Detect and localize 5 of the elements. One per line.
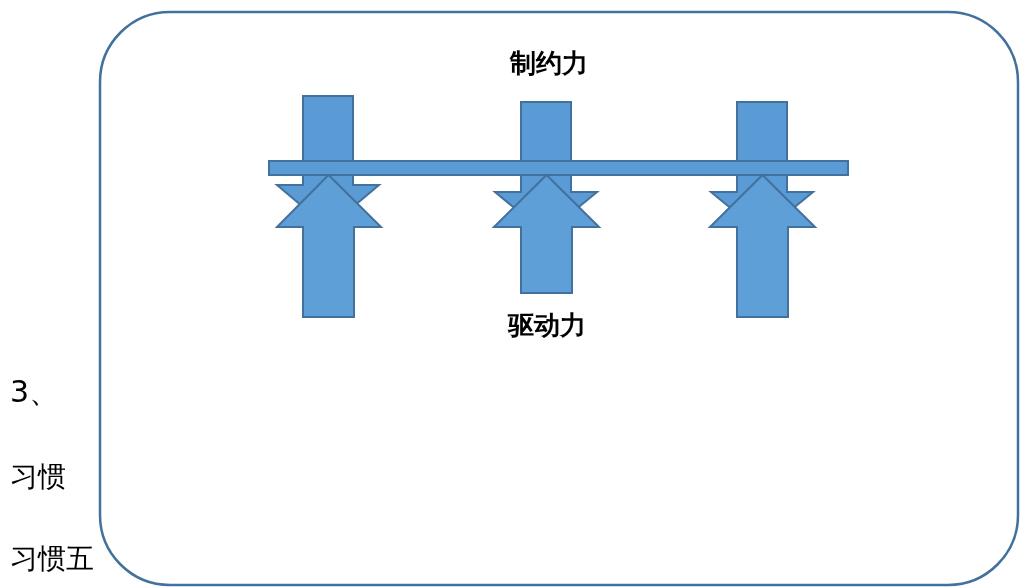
text-fragment: 习惯 [10,459,66,495]
force-label: 制约力 [510,47,588,80]
list-number: 3、 [10,373,60,411]
force-label: 驱动力 [508,309,586,342]
text-fragment: 习惯五 [10,541,94,577]
